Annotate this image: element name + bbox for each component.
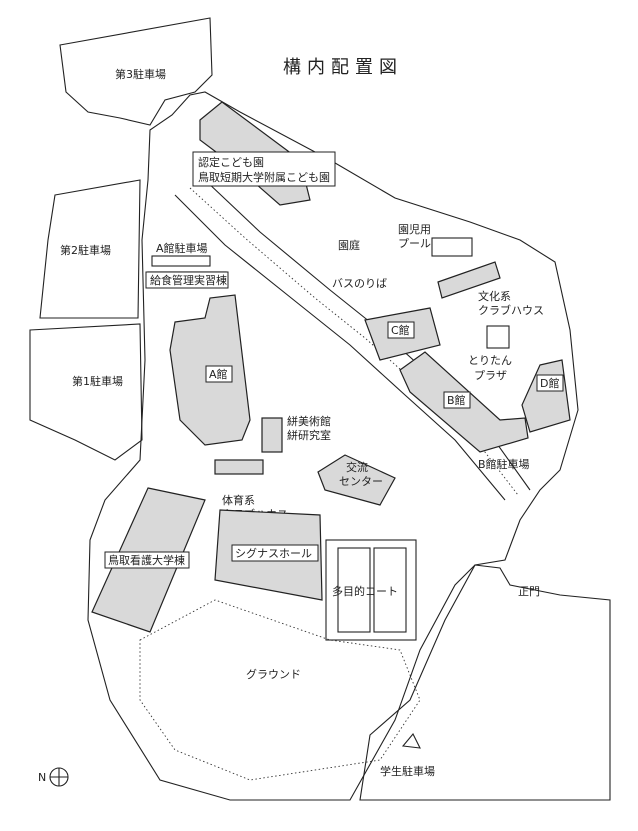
toritan-plaza-icon: [486, 325, 510, 349]
pool: [431, 237, 473, 257]
court-2: [373, 547, 407, 633]
c-kan-label-box: [387, 321, 415, 339]
toritan-label-1: とりたん: [468, 354, 512, 367]
taiiku-label-1: 体育系: [222, 493, 255, 507]
parking-1-label: 第1駐車場: [72, 374, 123, 388]
koryu-label-2: センター: [339, 475, 383, 488]
parking-2-area: [39, 179, 141, 319]
map-title: 構内配置図: [283, 57, 403, 78]
north-arrow-cross: [50, 768, 68, 786]
kango-label-box: [104, 551, 190, 569]
main-road: [174, 194, 506, 501]
kodomoen-label-2: 鳥取短期大学附属こども園: [198, 170, 330, 184]
court-1: [337, 547, 371, 633]
a-parking-label: A館駐車場: [156, 241, 208, 255]
kasuri-label-2: 絣研究室: [287, 428, 331, 442]
parking-1-area: [29, 323, 143, 461]
a-kan-label: A館: [209, 367, 228, 381]
kyushoku-label: 給食管理実習棟: [150, 273, 227, 287]
ground-area: [139, 599, 421, 781]
d-kan-building: [521, 359, 571, 433]
parking-3-label: 第3駐車場: [115, 67, 166, 81]
kodomoen-label-1: 認定こども園: [198, 155, 264, 169]
d-kan-label: D館: [540, 376, 559, 390]
teien-label: 園庭: [338, 238, 360, 252]
b-kan-label: B館: [447, 393, 466, 407]
kodomoen-label-box: [192, 151, 336, 187]
student-parking-label: 学生駐車場: [380, 764, 435, 778]
b-parking-label: B館駐車場: [478, 457, 530, 471]
student-parking-area: [359, 564, 611, 801]
north-label: N: [38, 771, 46, 784]
cygnus-label: シグナスホール: [235, 546, 312, 560]
toritan-label-2: プラザ: [474, 369, 507, 382]
d-kan-label-box: [536, 374, 564, 392]
kango-label: 鳥取看護大学棟: [108, 553, 185, 567]
ground-label: グラウンド: [246, 667, 301, 681]
a-kan-label-box: [205, 365, 233, 383]
b-kan-label-box: [443, 391, 471, 409]
c-kan-label: C館: [391, 323, 410, 337]
kyushoku-label-box: [145, 271, 229, 289]
parking-2-label: 第2駐車場: [60, 243, 111, 257]
koryu-center-building: [317, 454, 396, 506]
taiiku-clubhouse-building: [214, 459, 264, 475]
a-parking-stripes: [151, 255, 211, 267]
campus-boundary: [87, 91, 579, 801]
bus-stop-label: バスのりば: [332, 277, 387, 290]
court-label: 多目的コート: [332, 584, 398, 598]
pool-label-1: 園児用: [398, 223, 431, 236]
kasuri-museum-building: [261, 417, 283, 453]
multi-court-area: [325, 539, 417, 641]
student-parking-triangle: [401, 733, 421, 749]
bunka-label-1: 文化系: [478, 289, 511, 303]
kasuri-label-1: 絣美術館: [287, 414, 331, 428]
bunka-clubhouse-building: [437, 261, 501, 299]
cygnus-label-box: [231, 544, 319, 562]
koryu-label-1: 交流: [346, 460, 368, 474]
pool-label-2: プール: [398, 237, 431, 250]
bunka-label-2: クラブハウス: [478, 303, 544, 317]
parking-3-area: [59, 17, 213, 126]
